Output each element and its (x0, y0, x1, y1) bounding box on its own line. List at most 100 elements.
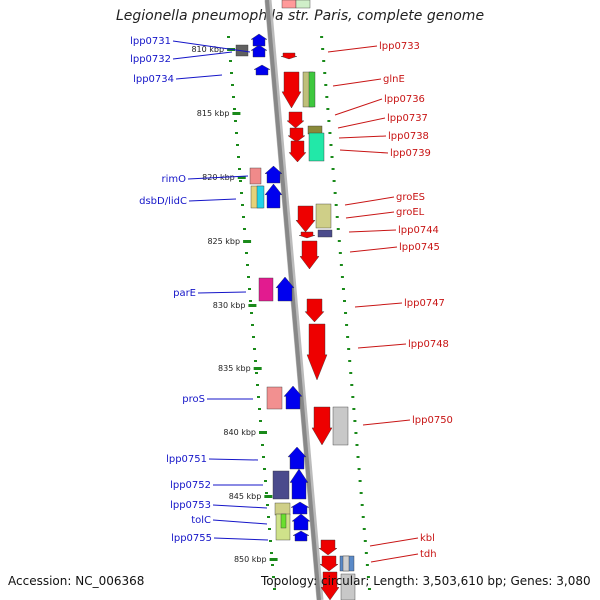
gene-label-lpp0750: lpp0750 (412, 415, 453, 426)
tick-label: 835 kbp (218, 364, 251, 373)
tick-label: 845 kbp (229, 492, 262, 501)
track-dot-left (266, 504, 269, 506)
track-dot-left (238, 168, 241, 170)
gene-label-dsbdlidc: dsbD/lidC (139, 196, 187, 207)
gene-label-tolc: tolC (191, 515, 211, 526)
gene-reverse (318, 539, 338, 556)
track-dot-right (335, 216, 339, 218)
gene-label-lpp0747: lpp0747 (404, 298, 445, 309)
gene-box (249, 167, 262, 185)
track-dot-left (230, 72, 233, 74)
tick-mark (269, 558, 278, 561)
track-dot-left (248, 288, 251, 290)
track-dot-left (240, 192, 243, 194)
track-dot-left (239, 180, 242, 182)
track-dot-left (233, 108, 236, 110)
gene-label-lpp0751: lpp0751 (166, 454, 207, 465)
gene-reverse (319, 555, 339, 572)
gene-label-leader (197, 291, 247, 294)
tick-label: 815 kbp (197, 109, 230, 118)
gene-label-leader (334, 98, 383, 116)
track-dot-right (325, 96, 329, 98)
track-dot-right (333, 192, 337, 194)
tick-label: 830 kbp (213, 301, 246, 310)
gene-label-rimo: rimO (161, 174, 186, 185)
track-dot-left (243, 228, 246, 230)
track-dot-left (235, 132, 238, 134)
track-dot-right (340, 276, 344, 278)
track-dot-right (357, 468, 361, 470)
gene-box (308, 132, 325, 162)
track-dot-left (258, 408, 261, 410)
gene-box (342, 555, 350, 572)
gene-label-lpp0738: lpp0738 (388, 131, 429, 142)
tick-mark (237, 176, 246, 179)
gene-label-lpp0745: lpp0745 (399, 242, 440, 253)
track-dot-left (250, 312, 253, 314)
track-dot-left (269, 540, 272, 542)
gene-label-lpp0739: lpp0739 (390, 148, 431, 159)
topology-label: Topology: circular; Length: 3,503,610 bp… (261, 574, 591, 588)
gene-box (315, 203, 332, 229)
track-dot-right (327, 120, 331, 122)
track-dot-right (330, 156, 334, 158)
track-dot-left (252, 336, 255, 338)
track-dot-left (254, 360, 257, 362)
gene-reverse (304, 298, 325, 323)
track-dot-right (343, 300, 346, 302)
track-dot-right (367, 588, 371, 590)
gene-box (308, 71, 316, 108)
accession-label: Accession: NC_006368 (8, 574, 145, 588)
track-dot-right (328, 132, 332, 134)
tick-mark (253, 367, 262, 370)
gene-label-leader (172, 51, 233, 60)
gene-label-leader (339, 149, 389, 154)
gene-forward (250, 33, 268, 47)
track-dot-right (354, 432, 358, 434)
gene-box (258, 277, 274, 302)
gene-label-leader (337, 117, 386, 129)
tick-mark (248, 304, 257, 307)
gene-label-leader (175, 74, 223, 80)
gene-box (280, 513, 287, 529)
track-dot-left (251, 324, 254, 326)
track-dot-right (344, 312, 348, 314)
gene-label-leader (357, 343, 407, 349)
gene-label-lpp0731: lpp0731 (130, 36, 171, 47)
gene-label-pare: parE (173, 288, 196, 299)
tick-label: 825 kbp (207, 237, 240, 246)
track-dot-right (365, 564, 369, 566)
gene-box (332, 406, 349, 446)
track-dot-right (338, 252, 342, 254)
backbone-line (265, 0, 321, 600)
gene-label-leader (208, 458, 259, 461)
gene-label-pros: proS (182, 394, 205, 405)
track-dot-left (263, 468, 266, 470)
gene-label-lpp0733: lpp0733 (379, 41, 420, 52)
gene-label-lpp0734: lpp0734 (133, 74, 174, 85)
gene-label-lpp0737: lpp0737 (387, 113, 428, 124)
track-dot-right (334, 204, 338, 206)
gene-reverse (320, 571, 340, 600)
tick-label: 850 kbp (234, 555, 267, 564)
track-dot-right (322, 60, 326, 62)
track-dot-left (272, 576, 275, 578)
gene-label-leader (369, 537, 419, 547)
gene-label-leader (362, 419, 411, 426)
track-dot-right (341, 288, 345, 290)
track-dot-left (241, 204, 244, 206)
gene-label-leader (212, 504, 268, 509)
track-dot-left (229, 60, 232, 62)
track-dot-right (351, 396, 355, 398)
gene-forward (290, 501, 310, 515)
track-dot-right (364, 552, 368, 554)
track-dot-left (246, 264, 249, 266)
gene-label-glne: glnE (383, 74, 405, 85)
map-title: Legionella pneumophila str. Paris, compl… (115, 8, 485, 24)
track-dot-right (352, 408, 356, 410)
track-dot-right (346, 336, 350, 338)
track-dot-right (363, 540, 367, 542)
track-dot-right (321, 48, 325, 50)
gene-reverse (288, 140, 307, 163)
